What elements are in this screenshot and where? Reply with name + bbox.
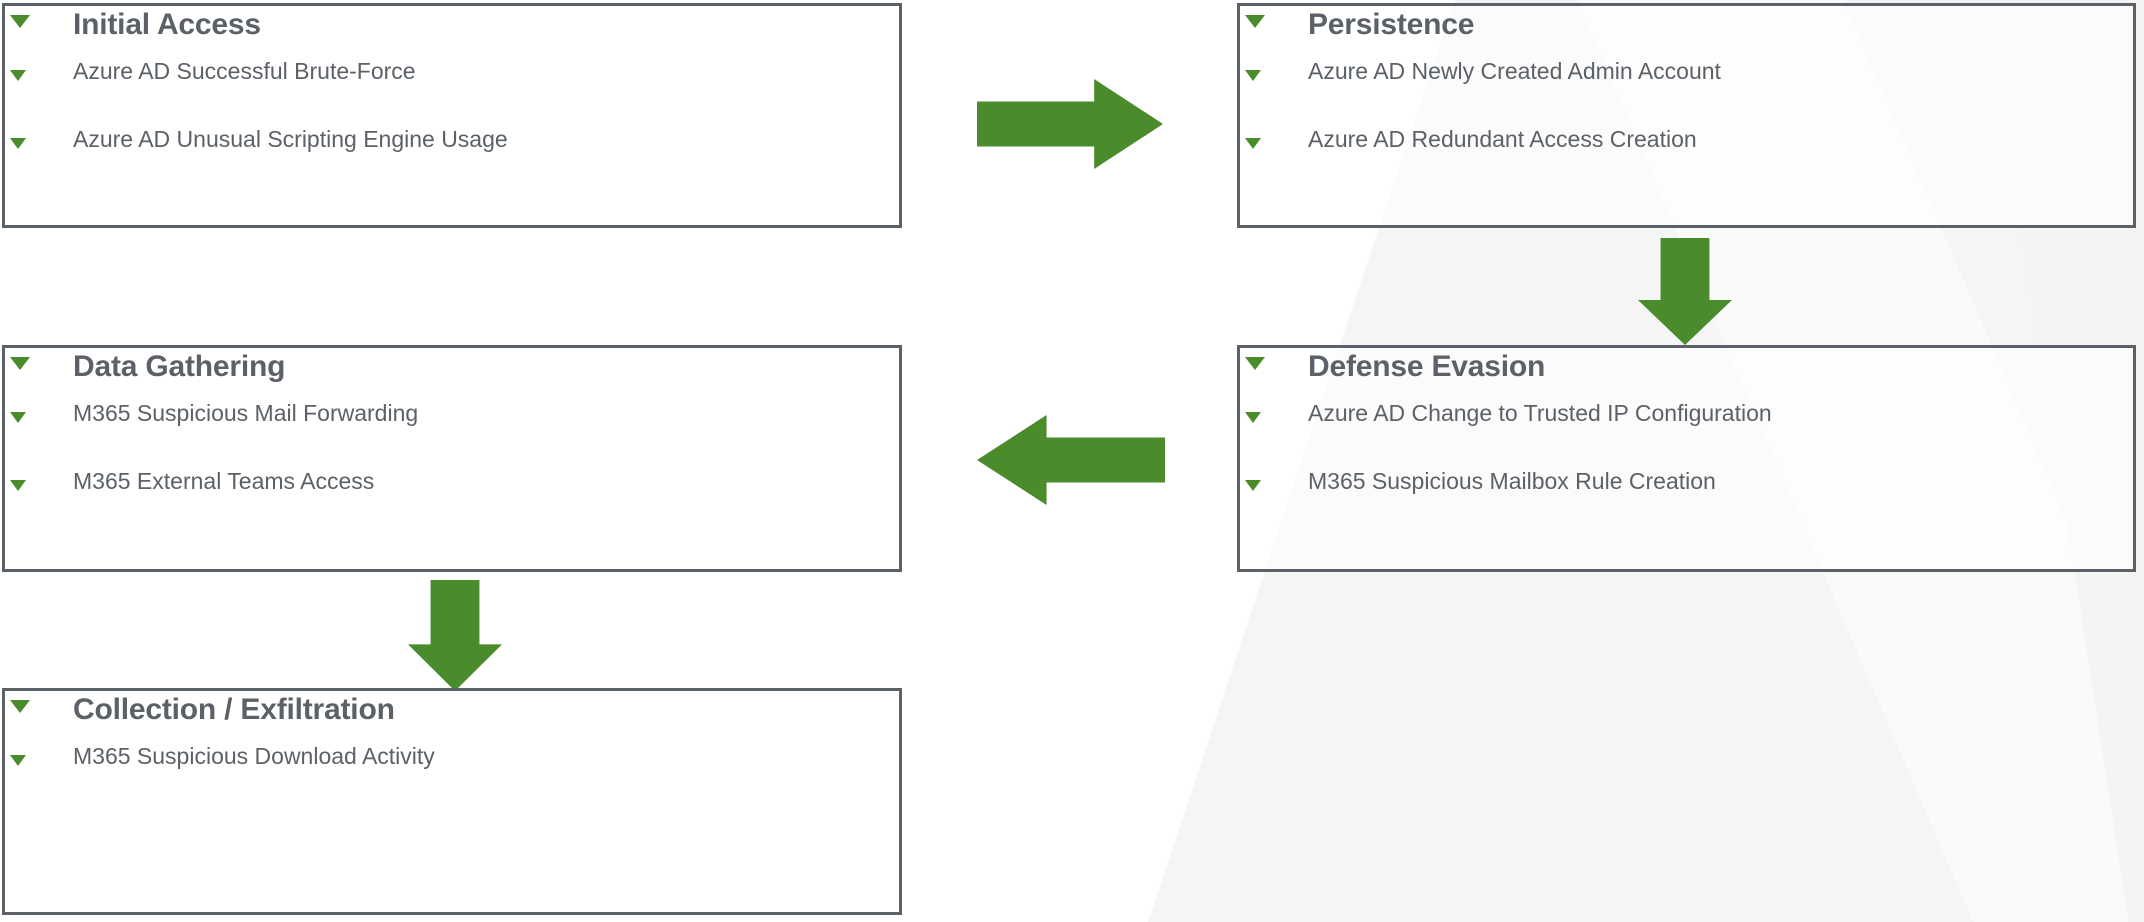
triangle-down-icon	[1245, 480, 1261, 491]
list-item[interactable]: Azure AD Newly Created Admin Account	[1240, 58, 2133, 130]
stage-title: Initial Access	[73, 8, 261, 41]
list-item[interactable]: Azure AD Unusual Scripting Engine Usage	[5, 126, 899, 198]
triangle-down-icon	[10, 357, 30, 370]
triangle-down-icon	[10, 15, 30, 28]
stage-title: Persistence	[1308, 8, 1475, 41]
list-item-label: M365 Suspicious Mailbox Rule Creation	[1308, 468, 1716, 494]
list-item[interactable]: M365 Suspicious Mail Forwarding	[5, 400, 899, 472]
arrow-persistence-to-defense-evasion	[1638, 238, 1732, 345]
triangle-down-icon	[1245, 138, 1261, 149]
list-item-label: M365 Suspicious Mail Forwarding	[73, 400, 419, 426]
stage-title: Data Gathering	[73, 350, 286, 383]
arrow-defense-evasion-to-data-gathering	[977, 415, 1165, 505]
stage-box-initial-access[interactable]: Initial Access Azure AD Successful Brute…	[2, 3, 902, 228]
arrow-initial-access-to-persistence	[977, 79, 1163, 169]
list-item-label: Azure AD Unusual Scripting Engine Usage	[73, 126, 508, 152]
triangle-down-icon	[10, 480, 26, 491]
stage-box-data-gathering[interactable]: Data Gathering M365 Suspicious Mail Forw…	[2, 345, 902, 572]
list-item[interactable]: M365 Suspicious Mailbox Rule Creation	[1240, 468, 2133, 540]
triangle-down-icon	[1245, 70, 1261, 81]
list-item-label: M365 Suspicious Download Activity	[73, 743, 435, 769]
stage-title: Collection / Exfiltration	[73, 693, 395, 726]
list-item-label: Azure AD Redundant Access Creation	[1308, 126, 1697, 152]
list-item-label: Azure AD Successful Brute-Force	[73, 58, 416, 84]
list-item-label: Azure AD Newly Created Admin Account	[1308, 58, 1721, 84]
stage-box-persistence[interactable]: Persistence Azure AD Newly Created Admin…	[1237, 3, 2136, 228]
stage-header-defense-evasion[interactable]: Defense Evasion	[1240, 348, 2133, 404]
triangle-down-icon	[10, 70, 26, 81]
stage-header-data-gathering[interactable]: Data Gathering	[5, 348, 899, 404]
stage-header-collection-exfiltration[interactable]: Collection / Exfiltration	[5, 691, 899, 747]
triangle-down-icon	[10, 755, 26, 766]
triangle-down-icon	[1245, 15, 1265, 28]
stage-box-collection-exfiltration[interactable]: Collection / Exfiltration M365 Suspiciou…	[2, 688, 902, 915]
triangle-down-icon	[10, 412, 26, 423]
list-item[interactable]: Azure AD Redundant Access Creation	[1240, 126, 2133, 198]
list-item[interactable]: Azure AD Successful Brute-Force	[5, 58, 899, 130]
list-item[interactable]: M365 Suspicious Download Activity	[5, 743, 899, 815]
triangle-down-icon	[1245, 357, 1265, 370]
list-item-label: Azure AD Change to Trusted IP Configurat…	[1308, 400, 1772, 426]
stage-box-defense-evasion[interactable]: Defense Evasion Azure AD Change to Trust…	[1237, 345, 2136, 572]
list-item-label: M365 External Teams Access	[73, 468, 375, 494]
triangle-down-icon	[10, 700, 30, 713]
triangle-down-icon	[1245, 412, 1261, 423]
list-item[interactable]: M365 External Teams Access	[5, 468, 899, 540]
stage-header-persistence[interactable]: Persistence	[1240, 6, 2133, 62]
triangle-down-icon	[10, 138, 26, 149]
list-item[interactable]: Azure AD Change to Trusted IP Configurat…	[1240, 400, 2133, 472]
stage-title: Defense Evasion	[1308, 350, 1546, 383]
stage-header-initial-access[interactable]: Initial Access	[5, 6, 899, 62]
arrow-data-gathering-to-collection-exfiltration	[408, 580, 502, 691]
